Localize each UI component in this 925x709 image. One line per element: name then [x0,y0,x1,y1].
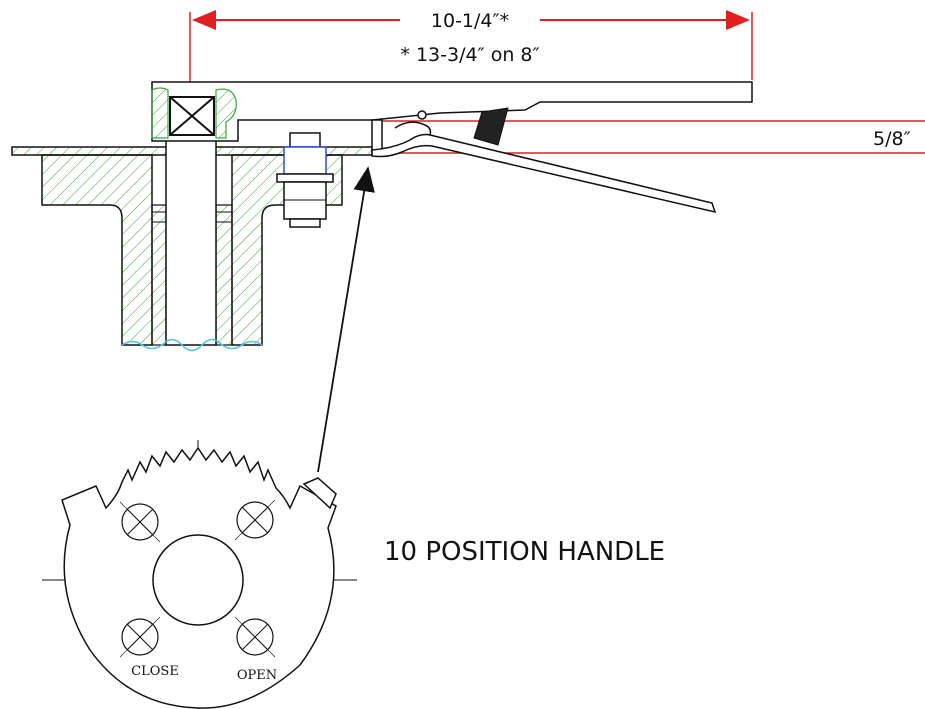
clearance-label: 5/8″ [873,128,911,150]
bolt-hole-bottom-left [119,616,161,658]
bolt-hole-top-right [234,499,276,541]
bolt-hole-bottom-right [234,616,276,658]
valve-body-left [41,154,153,346]
trigger-lever [371,133,717,214]
stem-bore [152,534,244,626]
trigger-curve [394,121,432,136]
notch-plate-detail: CLOSE OPEN [42,440,357,709]
hub-casting [151,87,237,139]
stem-seal-right [215,204,233,346]
overall-length-label: 10-1/4″* [431,10,509,32]
notch-tab [302,477,337,510]
close-label: CLOSE [131,664,179,679]
open-label: OPEN [237,668,277,683]
break-line [121,338,263,352]
mounting-bolt [276,132,334,228]
detail-leader-arrow [317,166,375,473]
stem-seal-left [151,204,167,346]
grip-knurl [473,107,509,146]
overall-length-dimension: 10-1/4″* * 13-3/4″ on 8″ [189,9,753,90]
overall-length-note: * 13-3/4″ on 8″ [400,44,539,66]
handle-type-label: 10 POSITION HANDLE [384,537,665,567]
handle-hub [151,81,753,142]
trigger-pivot [417,110,427,120]
bolt-hole-top-left [119,501,161,543]
handle-assembly [151,81,753,228]
